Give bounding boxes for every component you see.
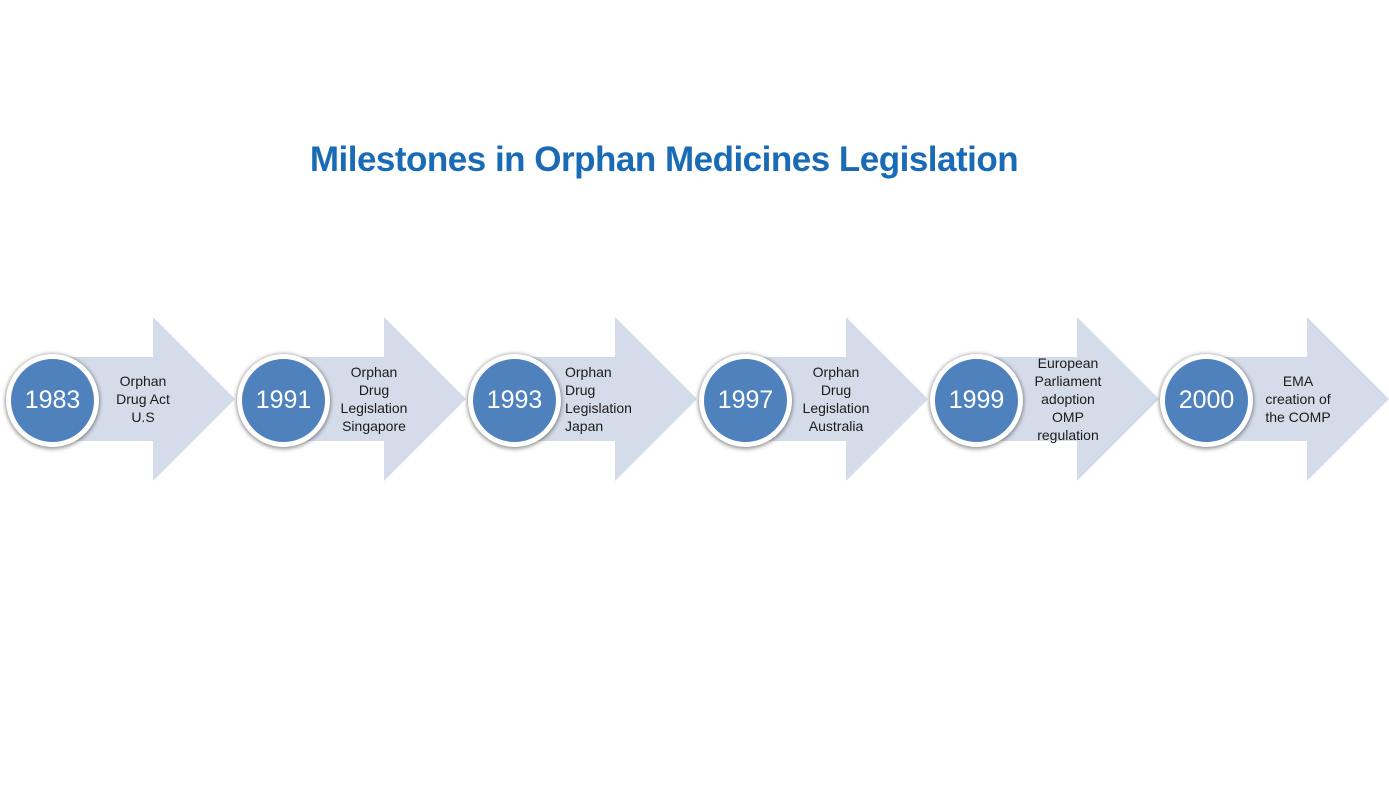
description-line: Drug Act — [116, 391, 170, 407]
page-title: Milestones in Orphan Medicines Legislati… — [309, 140, 1019, 179]
year-circle: 1993 — [468, 354, 561, 447]
year-circle: 1991 — [237, 354, 330, 447]
year-circle: 1997 — [699, 354, 792, 447]
milestone-1999: 1999 European Parliament adoption OMP re… — [924, 317, 1159, 481]
description-line: Japan — [565, 418, 604, 434]
year-circle: 1983 — [6, 354, 99, 447]
milestone-description: Orphan Drug Legislation Australia — [794, 317, 878, 481]
description-line: adoption — [1041, 391, 1095, 407]
description-line: Legislation — [802, 400, 870, 416]
milestone-1993: 1993 Orphan Drug Legislation Japan — [462, 317, 697, 481]
year-circle: 2000 — [1160, 354, 1253, 447]
description-line: Legislation — [340, 400, 408, 416]
milestone-1997: 1997 Orphan Drug Legislation Australia — [693, 317, 928, 481]
description-line: the COMP — [1265, 409, 1331, 425]
milestone-description: Orphan Drug Legislation Singapore — [332, 317, 416, 481]
description-line: Orphan — [350, 364, 398, 380]
description-line: creation of — [1265, 391, 1331, 407]
year-label: 1983 — [24, 386, 81, 414]
milestone-description: European Parliament adoption OMP regulat… — [1023, 317, 1113, 481]
milestone-description: Orphan Drug Legislation Japan — [565, 317, 649, 481]
year-label: 1991 — [255, 386, 312, 414]
description-line: European — [1037, 355, 1099, 371]
arrow-shape — [746, 317, 928, 481]
milestone-2000: 2000 EMA creation of the COMP — [1154, 317, 1389, 481]
description-line: Legislation — [565, 400, 632, 416]
arrow-shape — [53, 317, 235, 481]
description-line: Orphan — [812, 364, 860, 380]
description-line: Orphan — [119, 373, 167, 389]
description-line: Orphan — [565, 364, 612, 380]
arrow-shape — [1207, 317, 1389, 481]
description-line: Drug — [565, 382, 596, 398]
milestone-description: EMA creation of the COMP — [1254, 317, 1342, 481]
milestone-1983: 1983 Orphan Drug Act U.S — [0, 317, 235, 481]
year-label: 2000 — [1178, 386, 1235, 414]
arrow-shape — [977, 317, 1159, 481]
description-line: OMP — [1052, 409, 1084, 425]
description-line: Parliament — [1034, 373, 1102, 389]
description-line: regulation — [1037, 427, 1099, 443]
description-line: EMA — [1282, 373, 1314, 389]
year-label: 1999 — [948, 386, 1005, 414]
description-line: Singapore — [342, 418, 406, 434]
year-label: 1997 — [717, 386, 774, 414]
milestone-description: Orphan Drug Act U.S — [103, 317, 183, 481]
description-line: Drug — [820, 382, 852, 398]
year-circle: 1999 — [930, 354, 1023, 447]
milestone-1991: 1991 Orphan Drug Legislation Singapore — [231, 317, 466, 481]
description-line: U.S — [131, 409, 155, 425]
arrow-shape — [284, 317, 466, 481]
year-label: 1993 — [486, 386, 543, 414]
description-line: Australia — [808, 418, 864, 434]
description-line: Drug — [358, 382, 390, 398]
arrow-shape — [515, 317, 697, 481]
